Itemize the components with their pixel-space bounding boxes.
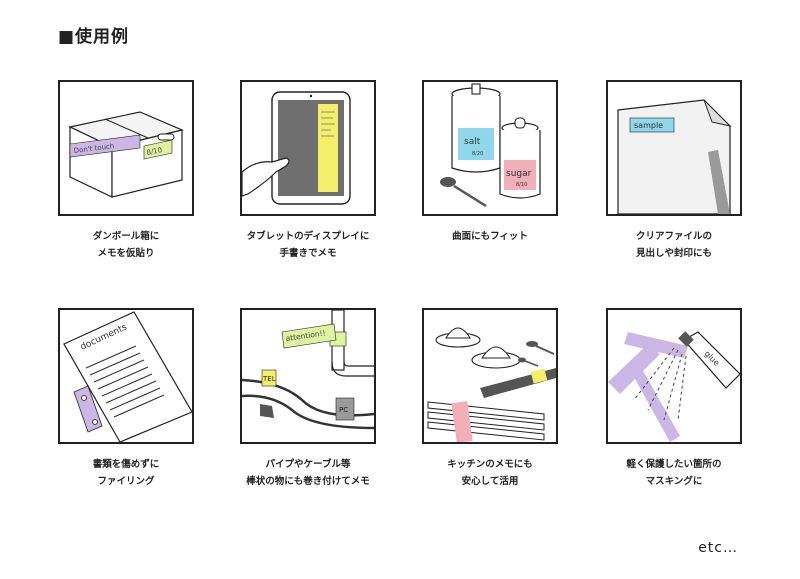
- blue-tape: [458, 128, 494, 160]
- example-caption: クリアファイルの 見出しや封印にも: [606, 228, 742, 262]
- jars-illustration: salt 8/20 sugar 8/10: [440, 83, 541, 208]
- caption-line: 棒状の物にも巻き付けてメモ: [246, 476, 370, 487]
- caption-line: 見出しや封印にも: [636, 248, 712, 259]
- caption-line: キッチンのメモにも: [447, 459, 533, 470]
- example-pipes-cables: attention!! TEL PC パイプやケーブル等 棒状の物にも巻き付けて…: [240, 308, 376, 490]
- tape-label: sugar: [506, 169, 532, 179]
- caption-line: マスキングに: [645, 476, 703, 487]
- example-tablet: タブレットのディスプレイに 手書きでメモ: [240, 80, 376, 262]
- tape-label: PC: [339, 406, 348, 414]
- yellow-tape: [261, 369, 277, 387]
- example-curved-jars: salt 8/20 sugar 8/10 曲面にもフィット: [422, 80, 558, 245]
- yellow-tape: [318, 104, 338, 192]
- example-illustration: Don't touch 8/10: [58, 80, 194, 216]
- tape-label: salt: [464, 137, 481, 147]
- example-caption: 書類を傷めずに ファイリング: [58, 456, 194, 490]
- caption-line: 手書きでメモ: [279, 248, 337, 259]
- example-clear-file: sample クリアファイルの 見出しや封印にも: [606, 80, 742, 262]
- example-caption: パイプやケーブル等 棒状の物にも巻き付けてメモ: [240, 456, 376, 490]
- caption-line: 安心して活用: [461, 476, 519, 487]
- example-caption: タブレットのディスプレイに 手書きでメモ: [240, 228, 376, 262]
- gray-tape: [335, 397, 355, 421]
- purple-tape: [69, 134, 141, 158]
- example-illustration: salt 8/20 sugar 8/10: [422, 80, 558, 216]
- yellow-tape: [530, 368, 548, 384]
- green-tape: [143, 139, 173, 160]
- caption-line: クリアファイルの: [635, 231, 712, 242]
- example-caption: キッチンのメモにも 安心して活用: [422, 456, 558, 490]
- caption-line: メモを仮貼り: [97, 248, 155, 259]
- tape-label: 8/10: [516, 182, 527, 188]
- documents-illustration: documents: [63, 311, 192, 442]
- purple-tape: [624, 332, 688, 358]
- footer-etc: etc…: [698, 540, 738, 556]
- example-caption: ダンボール箱に メモを仮貼り: [58, 228, 194, 262]
- example-kitchen: キッチンのメモにも 安心して活用: [422, 308, 558, 490]
- tape-label: 8/20: [472, 151, 483, 157]
- example-cardboard-box: Don't touch 8/10 ダンボール箱に メモを仮貼り: [58, 80, 194, 262]
- spoon: [440, 177, 456, 187]
- caption-line: タブレットのディスプレイに: [246, 231, 370, 242]
- masking-illustration: glue: [608, 331, 740, 442]
- tape-label: 8/10: [146, 146, 163, 157]
- example-illustration: [422, 308, 558, 444]
- caption-line: パイプやケーブル等: [265, 459, 351, 470]
- blue-tape: [629, 117, 675, 133]
- kitchen-illustration: [427, 327, 556, 442]
- example-caption: 軽く保護したい箇所の マスキングに: [606, 456, 742, 490]
- clear-file-illustration: sample: [617, 99, 732, 214]
- purple-tape: [630, 362, 680, 442]
- plug: [260, 404, 274, 418]
- caption-line: ファイリング: [97, 476, 155, 487]
- caption-line: 曲面にもフィット: [452, 231, 528, 242]
- gray-tape: [708, 150, 730, 214]
- tape-label: sample: [634, 121, 663, 130]
- example-illustration: [240, 80, 376, 216]
- hand: [242, 157, 290, 197]
- tape-label: TEL: [262, 375, 276, 383]
- glue-can: [683, 331, 740, 389]
- page-title: ■使用例: [58, 27, 130, 47]
- green-tape: [281, 323, 337, 349]
- example-masking: glue 軽く保護したい箇所の マスキングに: [606, 308, 742, 490]
- pink-tape: [451, 401, 473, 442]
- example-illustration: glue: [606, 308, 742, 444]
- caption-line: 書類を傷めずに: [92, 459, 160, 470]
- caption-line: ダンボール箱に: [92, 231, 160, 242]
- example-illustration: attention!! TEL PC: [240, 308, 376, 444]
- pipes-cables-illustration: attention!! TEL PC: [242, 310, 374, 430]
- cardboard-box-illustration: Don't touch 8/10: [68, 111, 184, 198]
- caption-line: 軽く保護したい箇所の: [626, 459, 722, 470]
- example-caption: 曲面にもフィット: [422, 228, 558, 245]
- example-illustration: sample: [606, 80, 742, 216]
- tablet-illustration: [242, 91, 351, 205]
- pink-tape: [504, 160, 536, 190]
- example-illustration: documents: [58, 308, 194, 444]
- example-documents: documents 書類を傷めずに ファイリング: [58, 308, 194, 490]
